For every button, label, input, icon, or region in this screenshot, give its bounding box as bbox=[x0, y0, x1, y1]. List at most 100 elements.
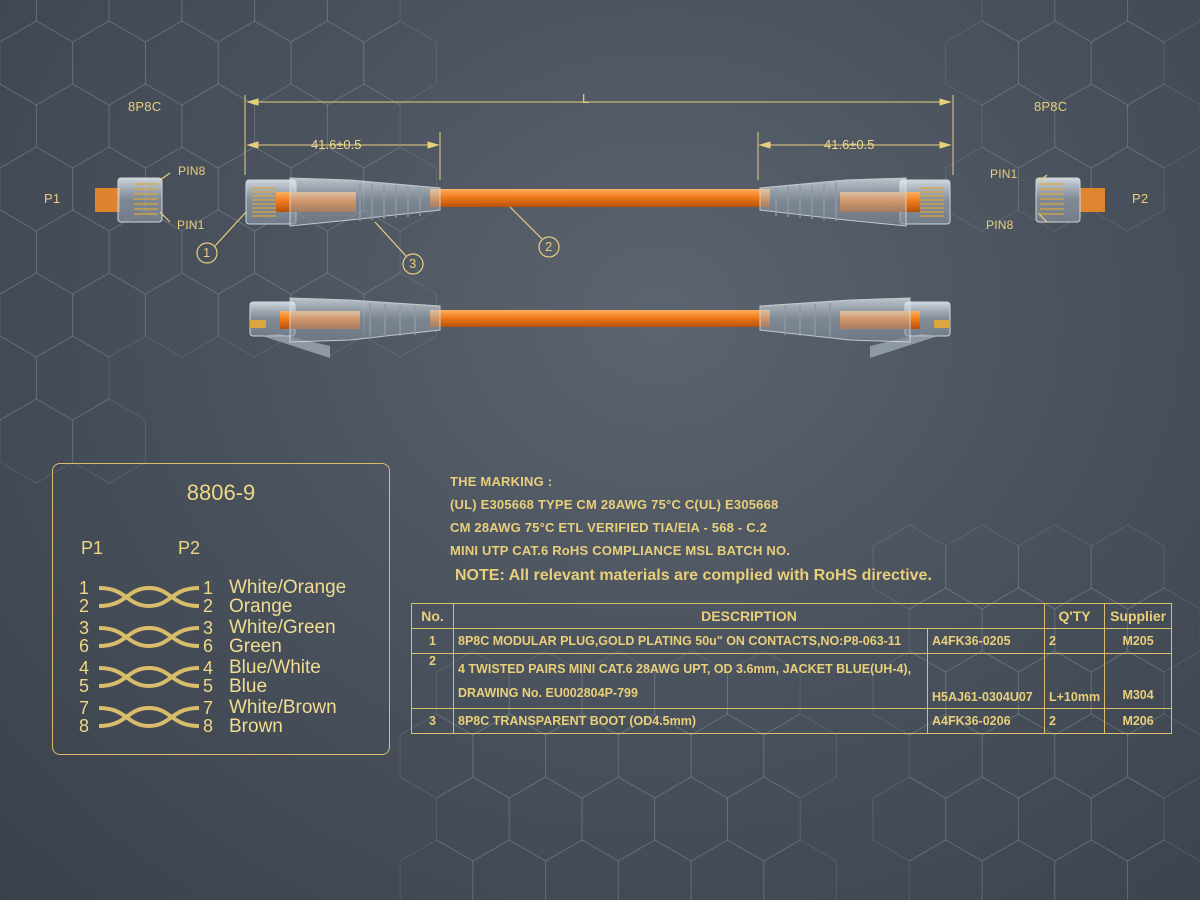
pin-p1-b: 8 bbox=[79, 716, 90, 736]
hexagon-shape bbox=[508, 776, 583, 862]
pin-p1-a: 3 bbox=[79, 618, 90, 638]
pin-p2-a: 7 bbox=[203, 698, 214, 718]
cable-drawing bbox=[95, 95, 1105, 358]
hexagon-shape bbox=[1017, 524, 1092, 610]
hexagon-shape bbox=[436, 776, 510, 862]
hexagon-shape bbox=[108, 0, 183, 43]
col-description: DESCRIPTION bbox=[453, 603, 1045, 629]
row-no: 3 bbox=[411, 708, 454, 734]
row-part: A4FK36-0205 bbox=[927, 628, 1045, 654]
twisted-pair-icon bbox=[98, 665, 200, 689]
pin1-left-label: PIN1 bbox=[177, 218, 205, 232]
hexagon-shape bbox=[1090, 524, 1165, 610]
twisted-pair-icon bbox=[98, 625, 200, 649]
callout-3: 3 bbox=[409, 256, 417, 271]
twisted-pair-icon bbox=[98, 705, 200, 729]
hexagon-shape bbox=[654, 776, 728, 862]
marking-block: THE MARKING : (UL) E305668 TYPE CM 28AWG… bbox=[450, 470, 790, 562]
hexagon-shape bbox=[581, 776, 656, 862]
row-description: 4 TWISTED PAIRS MINI CAT.6 28AWG UPT, OD… bbox=[453, 653, 928, 709]
pin-p1-b: 5 bbox=[79, 676, 90, 696]
row-description-line2: DRAWING No. EU002804P-799 bbox=[458, 686, 638, 700]
cable-side-view bbox=[249, 297, 951, 358]
row-part: H5AJ61-0304U07 bbox=[927, 653, 1045, 709]
hexagon-shape bbox=[35, 83, 110, 169]
marking-line: MINI UTP CAT.6 RoHS COMPLIANCE MSL BATCH… bbox=[450, 543, 791, 558]
pin-p1-a: 7 bbox=[79, 698, 90, 718]
hexagon-shape bbox=[545, 839, 619, 900]
pin-p2-a: 3 bbox=[203, 618, 214, 638]
marking-line: THE MARKING : bbox=[450, 474, 553, 489]
wire-color-b: Green bbox=[229, 636, 282, 657]
wiring-head-p2: P2 bbox=[178, 538, 201, 558]
row-supplier: M205 bbox=[1104, 628, 1173, 654]
hexagon-shape bbox=[1127, 0, 1200, 43]
hexagon-shape bbox=[0, 0, 37, 43]
pin8-right-label: PIN8 bbox=[986, 218, 1014, 232]
hexagon-shape bbox=[399, 839, 474, 900]
hexagon-shape bbox=[145, 272, 219, 358]
pin-p2-a: 4 bbox=[203, 658, 214, 678]
hexagon-shape bbox=[72, 272, 146, 358]
wire-color-a: Blue/White bbox=[229, 657, 321, 678]
hexagon-shape bbox=[35, 0, 110, 43]
wire-pair-2: 3 6 3 6 White/Green Green bbox=[79, 618, 389, 658]
row-description: 8P8C MODULAR PLUG,GOLD PLATING 50u" ON C… bbox=[453, 628, 928, 654]
table-row: 3 8P8C TRANSPARENT BOOT (OD4.5mm) A4FK36… bbox=[411, 708, 1173, 734]
hexagon-shape bbox=[72, 398, 146, 484]
hexagon-shape bbox=[472, 839, 547, 900]
callouts bbox=[159, 172, 1048, 275]
col-qty: Q'TY bbox=[1043, 603, 1106, 629]
hexagon-shape bbox=[290, 20, 365, 106]
length-label: L bbox=[582, 91, 590, 106]
wire-color-a: White/Brown bbox=[229, 697, 337, 718]
hexagon-shape bbox=[945, 776, 1019, 862]
pin-p2-b: 8 bbox=[203, 716, 214, 736]
row-part: A4FK36-0206 bbox=[927, 708, 1045, 734]
wiring-title: 8806-9 bbox=[186, 480, 256, 505]
row-supplier: M304 bbox=[1104, 653, 1173, 709]
pin-p1-a: 4 bbox=[79, 658, 90, 678]
hexagon-shape bbox=[0, 146, 74, 232]
table-row: 1 8P8C MODULAR PLUG,GOLD PLATING 50u" ON… bbox=[411, 628, 1173, 654]
wire-color-b: Orange bbox=[229, 596, 293, 617]
hexagon-shape bbox=[363, 20, 437, 106]
callout-2: 2 bbox=[545, 239, 553, 254]
hexagon-shape bbox=[763, 839, 838, 900]
hexagon-shape bbox=[1127, 839, 1200, 900]
connector-p1-icon bbox=[95, 177, 163, 223]
hexagon-shape bbox=[1127, 83, 1200, 169]
cable-top-view bbox=[245, 177, 951, 227]
wire-color-b: Brown bbox=[229, 716, 283, 737]
hexagon-shape bbox=[945, 524, 1019, 610]
hexagon-shape bbox=[326, 83, 401, 169]
hexagon-shape bbox=[945, 20, 1019, 106]
connector-right-label: 8P8C bbox=[1034, 99, 1068, 114]
callout-1: 1 bbox=[203, 245, 211, 260]
wire-color-b: Blue bbox=[229, 676, 268, 697]
hexagon-shape bbox=[0, 20, 74, 106]
hexagon-shape bbox=[145, 20, 219, 106]
row-qty: 2 bbox=[1043, 708, 1106, 734]
marking-line: CM 28AWG 75°C ETL VERIFIED TIA/EIA - 568… bbox=[450, 520, 768, 535]
length-dimension bbox=[244, 95, 954, 180]
wiring-diagram-box: 8806-9 P1 P2 1 2 1 2 White/Orange Orange… bbox=[52, 463, 390, 755]
dimension-left: 41.6±0.5 bbox=[311, 137, 362, 152]
hexagon-shape bbox=[0, 83, 37, 169]
row-qty: 2 bbox=[1043, 628, 1106, 654]
wire-pair-3: 4 5 4 5 Blue/White Blue bbox=[79, 658, 389, 698]
pin-p1-a: 1 bbox=[79, 578, 90, 598]
hexagon-shape bbox=[0, 272, 74, 358]
pin-p1-b: 6 bbox=[79, 636, 90, 656]
pin-p2-b: 2 bbox=[203, 596, 214, 616]
hexagon-shape bbox=[108, 83, 183, 169]
hexagon-shape bbox=[326, 0, 401, 43]
pin-p2-a: 1 bbox=[203, 578, 214, 598]
hexagon-shape bbox=[181, 0, 256, 43]
row-supplier: M206 bbox=[1104, 708, 1173, 734]
p1-label: P1 bbox=[44, 191, 61, 206]
hexagon-shape bbox=[0, 398, 74, 484]
pin-p2-b: 6 bbox=[203, 636, 214, 656]
hexagon-shape bbox=[1054, 0, 1129, 43]
hexagon-shape bbox=[872, 524, 947, 610]
